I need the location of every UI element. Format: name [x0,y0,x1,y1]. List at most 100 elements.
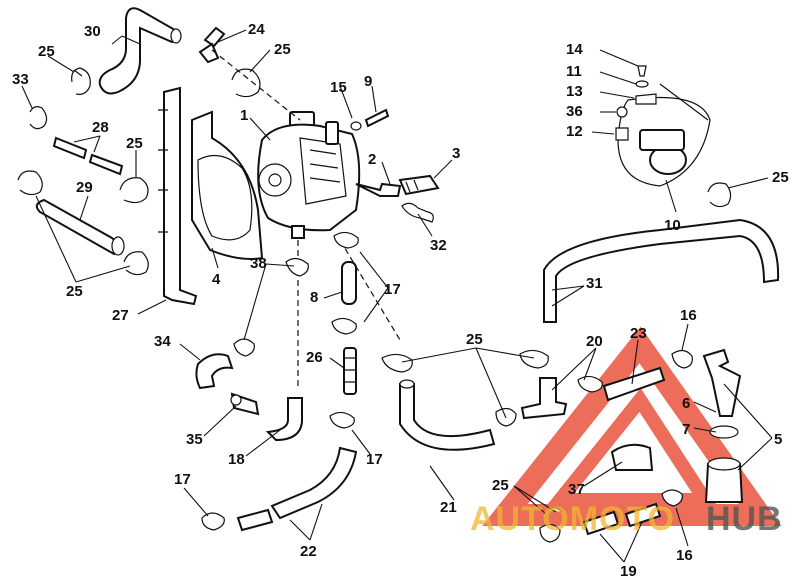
part-clip-32 [401,202,434,223]
part-clamp-25e [707,182,732,208]
part-gasket-4 [191,110,264,260]
part-clamp-25a [71,67,91,95]
callout-25b: 25 [274,41,291,58]
part-clamp-16-lower [661,489,683,507]
callout-25d: 25 [66,283,83,300]
callout-25c: 25 [126,135,143,152]
part-filter-5 [702,348,744,503]
part-electric-pump-10 [617,83,711,187]
callout-13: 13 [566,83,583,100]
part-screw-14 [637,65,647,77]
part-clamp-33 [29,106,48,130]
part-clamp-38 [285,257,309,277]
callout-15: 15 [330,79,347,96]
callout-28: 28 [92,119,109,136]
callout-20: 20 [586,333,603,350]
leader-lines [21,29,773,563]
part-clamp-25d [123,251,149,276]
part-bracket-27 [158,86,198,306]
callout-3: 3 [452,145,460,162]
part-clamp-17-upper [333,231,359,249]
part-terminal-12 [615,127,629,141]
callout-21: 21 [440,499,457,516]
callout-22: 22 [300,543,317,560]
part-tube-19 [582,502,662,536]
part-clamp-25g-lower [539,523,561,543]
callout-32: 32 [430,237,447,254]
callout-7: 7 [682,421,690,438]
callout-14: 14 [566,41,583,58]
part-valve-35 [230,392,260,416]
callout-11: 11 [566,63,582,80]
callout-38: 38 [250,255,267,272]
callout-25f: 25 [466,331,483,348]
callout-29: 29 [76,179,93,196]
part-clamp-25d-left [17,170,43,196]
watermark-text-automoto: AUTOMOTO [470,500,675,538]
callout-17b: 17 [366,451,383,468]
part-clamp-20 [577,375,603,393]
part-washer-15 [350,121,362,131]
part-clamp-38-lower [233,338,255,357]
part-hose-23 [602,366,666,402]
part-fitting-24 [198,26,226,64]
callout-25g: 25 [492,477,509,494]
callout-6: 6 [682,395,690,412]
callout-31: 31 [586,275,603,292]
part-fitting-3 [398,174,440,196]
callout-2: 2 [368,151,376,168]
callout-labels: 30 24 25 25 33 1 15 9 28 25 2 3 29 32 25… [12,21,789,580]
part-bracket-37 [610,443,654,471]
part-hose-30 [98,7,182,95]
callout-24: 24 [248,21,265,38]
callout-19: 19 [620,563,637,580]
part-clamp-17-mid [331,317,357,335]
part-hose-29 [35,198,125,256]
part-filter-26 [343,347,357,395]
part-clamp-17-bottom [201,512,225,531]
callout-4: 4 [212,271,221,288]
callout-23: 23 [630,325,647,342]
callout-30: 30 [84,23,101,40]
part-fuel-pump-1 [257,111,361,239]
watermark-triangle-inner [545,388,718,507]
callout-37: 37 [568,481,585,498]
callout-33: 33 [12,71,29,88]
part-nut-36 [616,106,628,118]
part-t-fitting-20 [520,377,568,420]
part-clamp-25f-left [381,353,413,373]
part-hose-31 [543,218,780,323]
part-hose-21 [399,379,496,451]
part-clamp-25f-right [519,349,549,369]
callout-12: 12 [566,123,583,140]
watermark-text: AUTOMOTO HUB [470,500,782,538]
callout-26: 26 [306,349,323,366]
part-washer-11 [635,80,649,88]
callout-25e: 25 [772,169,789,186]
part-hose-8 [341,261,357,305]
callout-5: 5 [774,431,782,448]
callout-1: 1 [240,107,248,124]
part-clamp-25c [119,177,149,204]
part-clamp-16-upper [671,349,693,369]
callout-27: 27 [112,307,129,324]
part-hose-22 [236,446,358,532]
callout-10: 10 [664,217,681,234]
callout-17c: 17 [174,471,191,488]
part-screw-9 [364,108,390,128]
callout-35: 35 [186,431,203,448]
part-terminal-13 [635,93,657,105]
dashed-guide-upper [211,49,301,121]
part-clamp-17-lower [329,411,355,429]
callout-9: 9 [364,73,372,90]
part-elbow-fitting-2 [355,182,402,197]
callout-34: 34 [154,333,171,350]
part-clamp-25b [231,68,261,98]
callout-18: 18 [228,451,245,468]
part-elbow-34 [195,353,234,390]
callout-16b: 16 [676,547,693,564]
part-tube-28 [52,136,124,176]
callout-36: 36 [566,103,583,120]
